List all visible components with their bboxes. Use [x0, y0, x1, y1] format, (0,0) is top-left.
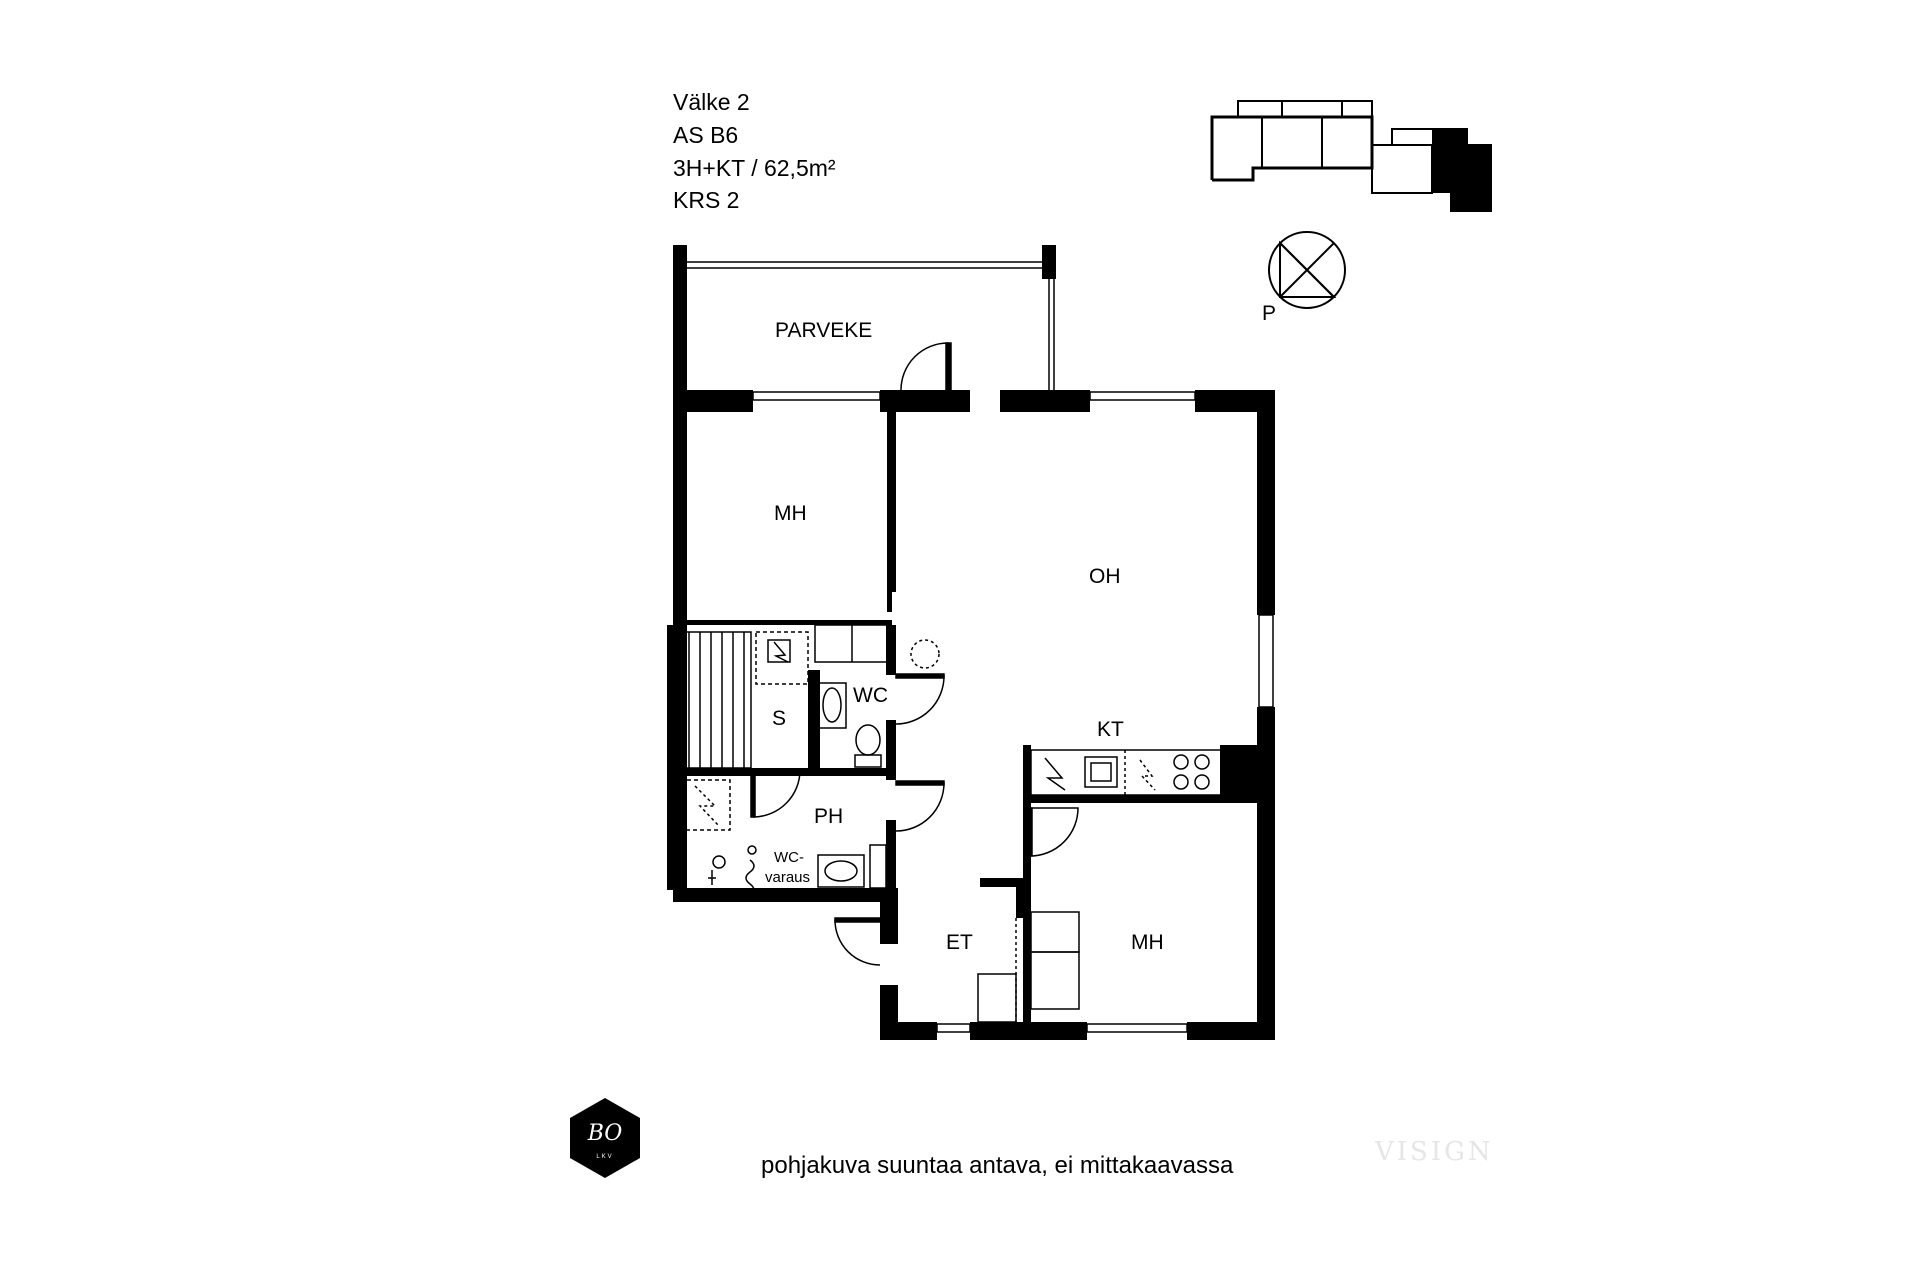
floor-number: KRS 2 — [673, 187, 739, 213]
company-logo: BO LKV — [570, 1098, 640, 1178]
room-label-wc: WC — [853, 684, 888, 707]
project-name: Välke 2 — [673, 89, 750, 115]
room-label-hall: ET — [946, 931, 973, 954]
room-label-bathroom: PH — [814, 805, 843, 828]
apartment-size: 3H+KT / 62,5m² — [673, 155, 836, 181]
disclaimer-caption: pohjakuva suuntaa antava, ei mittakaavas… — [761, 1152, 1234, 1179]
kitchen-counter — [1030, 749, 1222, 796]
room-label-bedroom-top: MH — [774, 502, 807, 525]
walls — [667, 245, 1275, 1040]
room-label-parveke: PARVEKE — [775, 319, 872, 342]
room-label-sauna: S — [772, 707, 786, 730]
doors — [750, 342, 1079, 966]
room-label-wc-reserve-2: varaus — [765, 869, 810, 886]
bathroom-fixtures — [679, 779, 887, 897]
logo-subtext: LKV — [596, 1154, 613, 1160]
room-labels: PARVEKE MH OH WC S KT PH WC- varaus ET M… — [765, 319, 1164, 954]
room-label-bedroom-bottom: MH — [1131, 931, 1164, 954]
watermark: VISIGN — [1374, 1137, 1494, 1167]
building-key-plan — [1210, 100, 1492, 212]
apartment-id: AS B6 — [673, 122, 738, 148]
sauna-bench — [676, 631, 809, 769]
wc-fixtures — [814, 624, 940, 768]
compass-north-icon — [1268, 231, 1346, 309]
logo-text: BO — [587, 1121, 623, 1146]
windows — [752, 391, 1274, 1033]
closets — [977, 911, 1080, 1023]
apartment-info: Välke 2 AS B6 3H+KT / 62,5m² KRS 2 — [673, 89, 836, 213]
room-label-wc-reserve-1: WC- — [774, 849, 804, 866]
room-label-living: OH — [1089, 565, 1121, 588]
balcony-railing — [687, 261, 1055, 390]
room-label-kitchen: KT — [1097, 718, 1124, 741]
compass-label: P — [1262, 302, 1276, 325]
